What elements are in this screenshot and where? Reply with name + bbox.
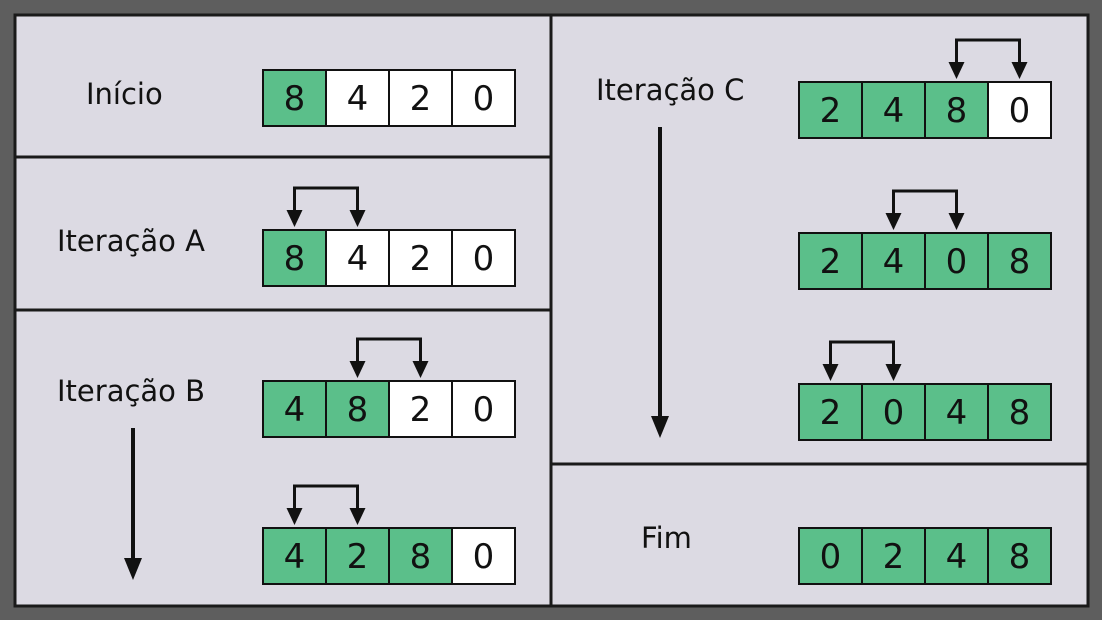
array-fim-0: 0 2 4 8 xyxy=(798,527,1052,585)
array-cell-value: 0 xyxy=(946,242,968,282)
array-cell-value: 4 xyxy=(347,79,369,119)
array-cell xyxy=(924,232,989,290)
swap-arrow-line xyxy=(356,337,422,363)
array-cell xyxy=(262,380,327,438)
array-cell xyxy=(325,229,390,287)
swap-arrow-line xyxy=(293,484,359,510)
array-cell-value: 0 xyxy=(473,537,495,577)
array-cell-value: 8 xyxy=(347,390,369,430)
array-cell xyxy=(861,527,926,585)
array-cell-value: 4 xyxy=(284,390,306,430)
array-cell-value: 0 xyxy=(473,239,495,279)
swap-arrow-line xyxy=(955,38,1021,64)
array-cell-value: 8 xyxy=(946,91,968,131)
array-cell xyxy=(388,229,453,287)
array-cell xyxy=(861,232,926,290)
array-cell-value: 2 xyxy=(410,79,432,119)
label-iteracao-a: Iteração A xyxy=(57,224,205,258)
array-iteracao_b-0: 4 8 2 0 xyxy=(262,337,516,438)
label-iteracao-c: Iteração C xyxy=(596,73,744,107)
array-iteracao_c-1: 2 4 0 8 xyxy=(798,189,1052,290)
array-cell-value: 8 xyxy=(410,537,432,577)
array-inicio-0: 8 4 2 0 xyxy=(262,69,516,127)
swap-arrow-head xyxy=(948,213,965,230)
swap-arrow-head xyxy=(948,62,965,79)
array-cell xyxy=(325,380,390,438)
array-cell-value: 0 xyxy=(473,390,495,430)
array-cell xyxy=(861,383,926,441)
array-cell xyxy=(451,69,516,127)
array-cell-value: 4 xyxy=(946,393,968,433)
array-cell-value: 4 xyxy=(883,242,905,282)
array-cell-value: 2 xyxy=(820,393,842,433)
swap-arrow-head xyxy=(1011,62,1028,79)
array-cell-value: 4 xyxy=(284,537,306,577)
swap-arrow-line xyxy=(829,340,895,366)
array-cell-value: 2 xyxy=(410,239,432,279)
array-cell-value: 2 xyxy=(347,537,369,577)
array-iteracao_b-1: 4 2 8 0 xyxy=(262,484,516,585)
swap-arrow-head xyxy=(286,508,303,525)
progress-arrow-c-head xyxy=(651,416,669,438)
label-iteracao-b: Iteração B xyxy=(57,374,205,408)
array-cell xyxy=(451,380,516,438)
swap-arrow-head xyxy=(349,210,366,227)
array-cell-value: 0 xyxy=(473,79,495,119)
array-cell xyxy=(798,81,863,139)
array-cell-value: 8 xyxy=(1009,537,1031,577)
swap-arrow-head xyxy=(822,364,839,381)
array-cell xyxy=(451,527,516,585)
array-cell-value: 2 xyxy=(820,91,842,131)
array-iteracao_c-0: 2 4 8 0 xyxy=(798,38,1052,139)
array-cell xyxy=(798,232,863,290)
label-inicio: Início xyxy=(86,77,163,111)
array-cell xyxy=(924,81,989,139)
array-cell-value: 4 xyxy=(946,537,968,577)
array-cell-value: 4 xyxy=(883,91,905,131)
array-cell xyxy=(388,69,453,127)
array-cell xyxy=(388,380,453,438)
progress-arrow-b-head xyxy=(124,558,142,580)
array-cell-value: 8 xyxy=(1009,242,1031,282)
array-cell-value: 2 xyxy=(410,390,432,430)
swap-arrow-line xyxy=(293,186,359,212)
array-cell-value: 2 xyxy=(820,242,842,282)
array-cell xyxy=(987,383,1052,441)
swap-arrow-head xyxy=(349,508,366,525)
array-cell xyxy=(262,69,327,127)
swap-arrow-head xyxy=(885,213,902,230)
array-cell xyxy=(451,229,516,287)
swap-arrow-head xyxy=(286,210,303,227)
array-cell-value: 8 xyxy=(1009,393,1031,433)
array-cell-value: 2 xyxy=(883,537,905,577)
label-fim: Fim xyxy=(641,521,692,555)
swap-arrow-head xyxy=(885,364,902,381)
array-cell-value: 4 xyxy=(347,239,369,279)
array-cell-value: 0 xyxy=(1009,91,1031,131)
swap-arrow-head xyxy=(349,361,366,378)
array-cell xyxy=(987,232,1052,290)
array-cell xyxy=(987,81,1052,139)
array-cell-value: 0 xyxy=(883,393,905,433)
array-cell xyxy=(861,81,926,139)
swap-arrow-line xyxy=(892,189,958,215)
array-cell-value: 0 xyxy=(820,537,842,577)
array-cell-value: 8 xyxy=(284,239,306,279)
array-cell xyxy=(262,527,327,585)
array-cell xyxy=(987,527,1052,585)
array-cell-value: 8 xyxy=(284,79,306,119)
array-iteracao_a-0: 8 4 2 0 xyxy=(262,186,516,287)
swap-arrow-head xyxy=(412,361,429,378)
